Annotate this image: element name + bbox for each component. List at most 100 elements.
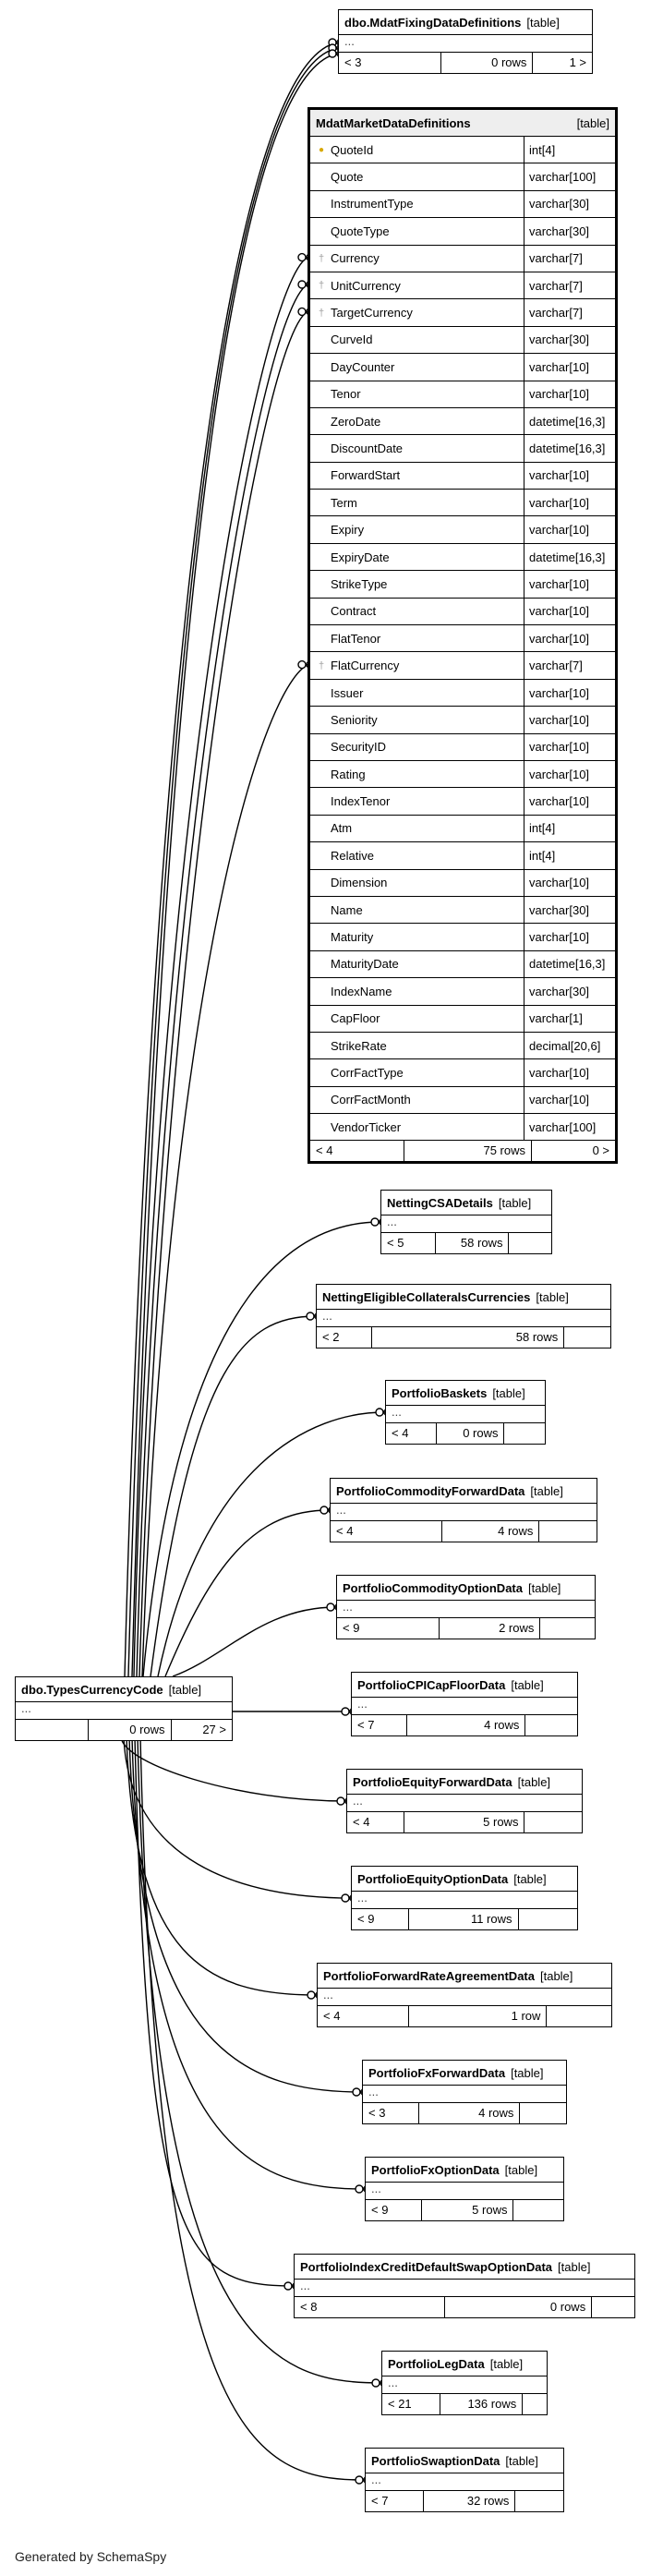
table-name[interactable]: PortfolioCPICapFloorData: [357, 1677, 506, 1692]
table-name[interactable]: dbo.TypesCurrencyCode: [21, 1682, 163, 1697]
table-name[interactable]: PortfolioBaskets: [392, 1385, 488, 1400]
children-count[interactable]: [547, 2006, 611, 2026]
children-count[interactable]: [592, 2297, 634, 2317]
table-box-copt[interactable]: PortfolioCommodityOptionData[table]...< …: [336, 1575, 596, 1639]
children-count[interactable]: [564, 1327, 610, 1348]
children-count[interactable]: [519, 1909, 578, 1929]
children-count[interactable]: [520, 2103, 566, 2123]
parents-count[interactable]: [16, 1720, 90, 1740]
table-name[interactable]: PortfolioEquityOptionData: [357, 1871, 509, 1886]
table-name[interactable]: PortfolioFxForwardData: [368, 2065, 506, 2080]
table-name[interactable]: PortfolioFxOptionData: [371, 2162, 500, 2177]
table-name[interactable]: PortfolioSwaptionData: [371, 2453, 500, 2468]
parents-count[interactable]: < 9: [352, 1909, 409, 1929]
children-count[interactable]: [504, 1423, 545, 1444]
parents-count[interactable]: < 9: [366, 2200, 423, 2220]
parents-count[interactable]: < 4: [347, 1812, 404, 1832]
table-box-cfwd[interactable]: PortfolioCommodityForwardData[table]...<…: [330, 1478, 597, 1542]
parents-count[interactable]: < 8: [295, 2297, 446, 2317]
parents-count[interactable]: < 4: [310, 1141, 404, 1162]
children-count[interactable]: 27 >: [202, 1723, 226, 1736]
children-count[interactable]: 1 >: [569, 55, 586, 69]
parents-count[interactable]: < 21: [382, 2394, 441, 2414]
parents-count[interactable]: < 5: [381, 1233, 437, 1253]
table-name[interactable]: dbo.MdatFixingDataDefinitions: [344, 15, 522, 30]
children-count[interactable]: [515, 2491, 563, 2511]
table-box-fra[interactable]: PortfolioForwardRateAgreementData[table]…: [317, 1963, 612, 2027]
parents-count[interactable]: < 2: [317, 1327, 372, 1348]
table-name[interactable]: PortfolioIndexCreditDefaultSwapOptionDat…: [300, 2259, 553, 2274]
children-count[interactable]: [539, 1521, 597, 1542]
parents-count[interactable]: < 7: [352, 1715, 407, 1735]
parents-count[interactable]: < 9: [337, 1618, 440, 1639]
parents-count[interactable]: < 4: [386, 1423, 438, 1444]
table-name[interactable]: NettingEligibleCollateralsCurrencies: [322, 1289, 531, 1304]
table-box-fixing[interactable]: dbo.MdatFixingDataDefinitions[table]...<…: [338, 9, 593, 74]
parents-count[interactable]: < 7: [366, 2491, 425, 2511]
children-count[interactable]: 0 >: [592, 1143, 609, 1158]
table-name[interactable]: PortfolioCommodityOptionData: [343, 1580, 523, 1595]
table-box-elig[interactable]: NettingEligibleCollateralsCurrencies[tab…: [316, 1284, 611, 1348]
table-name[interactable]: PortfolioForwardRateAgreementData: [323, 1968, 535, 1983]
table-name[interactable]: NettingCSADetails: [387, 1195, 493, 1210]
children-count[interactable]: [513, 2200, 563, 2220]
children-count[interactable]: [525, 1715, 577, 1735]
children-count[interactable]: [524, 1812, 582, 1832]
children-count[interactable]: [523, 2394, 547, 2414]
parents-count[interactable]: < 4: [331, 1521, 443, 1542]
table-box-icds[interactable]: PortfolioIndexCreditDefaultSwapOptionDat…: [294, 2254, 635, 2318]
table-name[interactable]: MdatMarketDataDefinitions: [316, 115, 471, 130]
parents-count[interactable]: < 4: [318, 2006, 410, 2026]
table-name[interactable]: PortfolioCommodityForwardData: [336, 1483, 525, 1498]
children-count[interactable]: [540, 1618, 595, 1639]
children-count[interactable]: [509, 1233, 551, 1253]
table-name[interactable]: PortfolioLegData: [388, 2356, 485, 2371]
table-name[interactable]: PortfolioEquityForwardData: [353, 1774, 512, 1789]
